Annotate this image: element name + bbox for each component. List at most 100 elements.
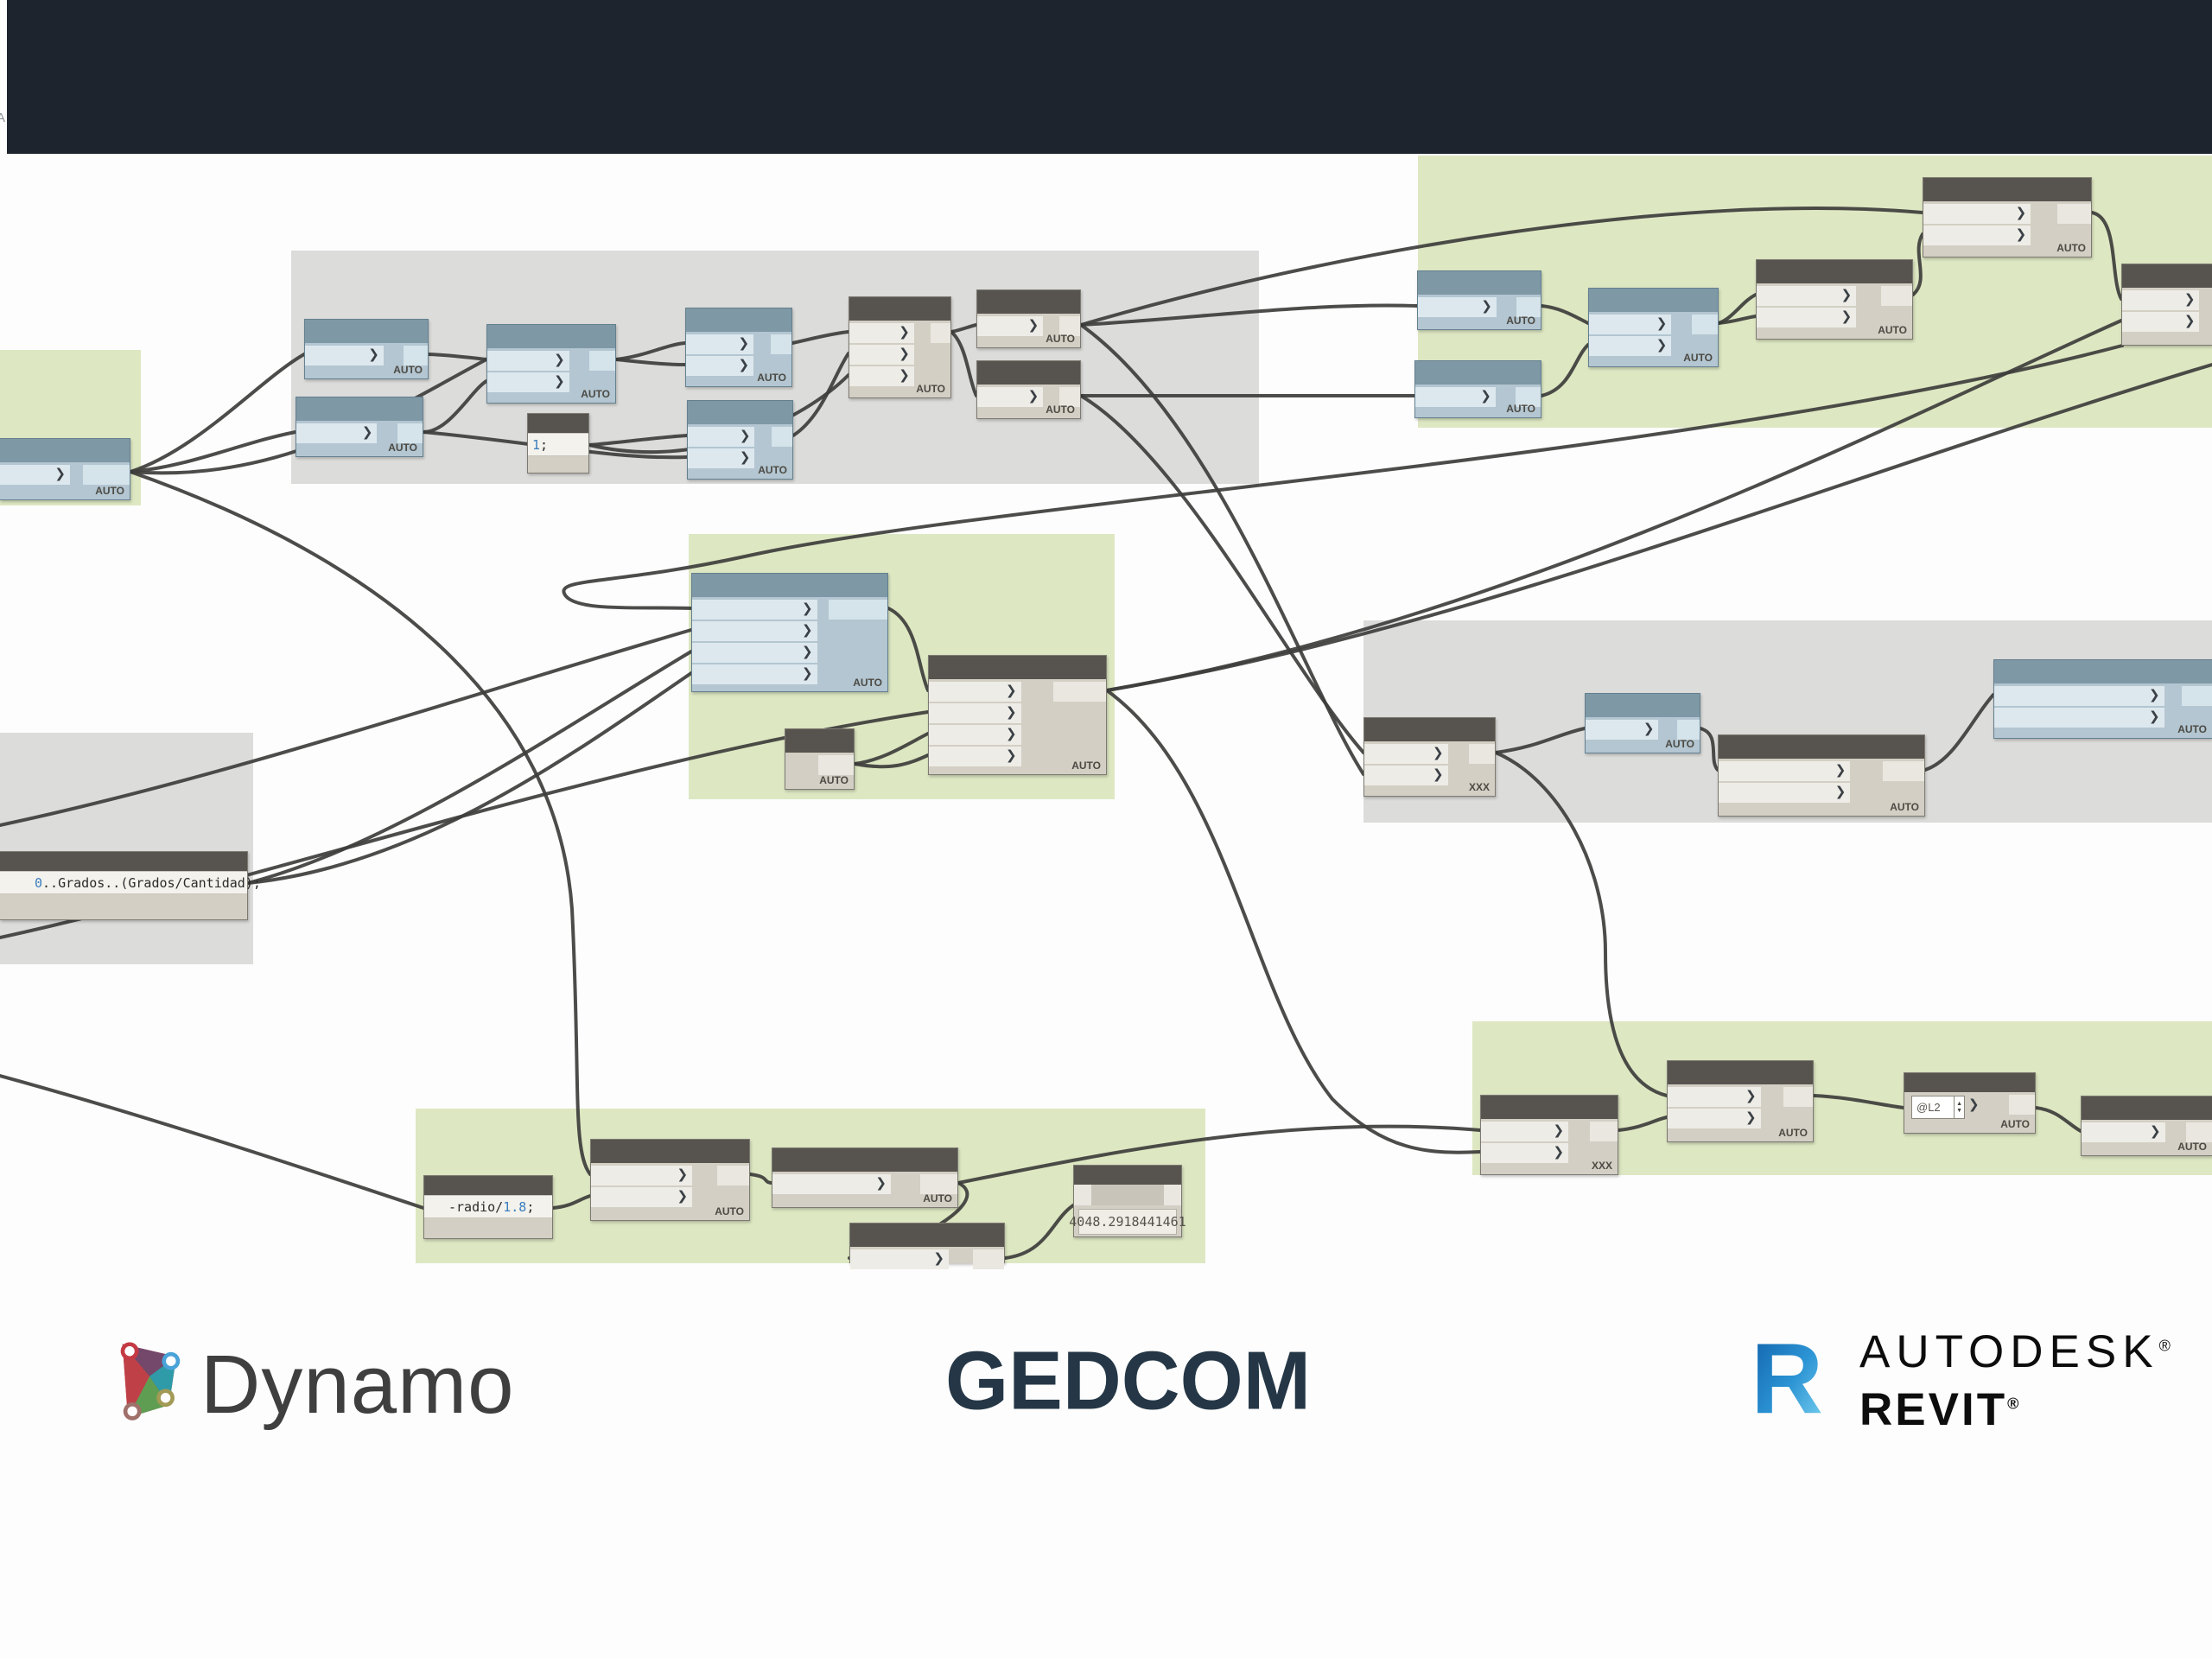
wire[interactable] — [1717, 315, 1758, 325]
port-chevron-icon[interactable]: ❯ — [677, 1166, 689, 1182]
wire[interactable] — [1494, 727, 1586, 754]
port-chevron-icon[interactable]: ❯ — [1027, 388, 1039, 404]
port-chevron-icon[interactable]: ❯ — [368, 346, 379, 362]
port-chevron-icon[interactable]: ❯ — [1433, 766, 1444, 782]
node-header[interactable] — [692, 574, 887, 597]
node-header[interactable] — [424, 1176, 552, 1195]
lacing-badge[interactable]: XXX — [1591, 1160, 1612, 1172]
spinner-down-icon[interactable]: ▼ — [1956, 1107, 1962, 1114]
wire[interactable] — [748, 1173, 773, 1185]
watch-input-port[interactable] — [1074, 1185, 1091, 1205]
watch-node[interactable]: 4048.2918441461 — [1069, 1165, 1186, 1237]
node-header[interactable] — [2122, 264, 2212, 288]
list-level-node[interactable]: @L2 ▲ ▼ ❯ AUTO — [1904, 1072, 2036, 1134]
lacing-badge[interactable]: AUTO — [95, 485, 124, 497]
wire[interactable] — [1105, 689, 1482, 1154]
node-header[interactable] — [591, 1140, 749, 1163]
wire[interactable] — [614, 341, 687, 361]
node-header[interactable] — [1481, 1096, 1618, 1119]
port-chevron-icon[interactable]: ❯ — [899, 346, 910, 361]
dynamo-node[interactable]: ❯ ❯ XXX — [1363, 717, 1496, 797]
dynamo-node[interactable]: ❯ ❯ AUTO — [1923, 177, 2092, 257]
dynamo-node[interactable]: ❯ ❯ AUTO — [1756, 259, 1913, 340]
node-header[interactable] — [772, 1148, 957, 1172]
lacing-badge[interactable]: AUTO — [388, 442, 417, 454]
node-header[interactable] — [1757, 260, 1912, 283]
lacing-badge[interactable]: AUTO — [2177, 723, 2207, 735]
lacing-badge[interactable]: AUTO — [819, 774, 849, 786]
port-chevron-icon[interactable]: ❯ — [677, 1188, 689, 1204]
dynamo-node[interactable]: ❯ ❯ AUTO — [685, 308, 792, 387]
wire[interactable] — [422, 379, 488, 434]
port-chevron-icon[interactable]: ❯ — [1840, 287, 1853, 302]
output-port[interactable] — [1468, 744, 1495, 764]
dynamo-node[interactable]: ❯ ❯ XXX — [1480, 1095, 1618, 1175]
dynamo-node[interactable]: ❯ ❯ AUTO — [1993, 659, 2212, 739]
output-port[interactable] — [1883, 761, 1924, 781]
dynamo-node[interactable]: ❯ AUTO — [0, 438, 130, 500]
output-port[interactable] — [2181, 686, 2212, 706]
wire[interactable] — [1079, 394, 1365, 754]
port-chevron-icon[interactable]: ❯ — [1481, 298, 1492, 314]
node-header[interactable] — [1418, 271, 1541, 295]
port-chevron-icon[interactable]: ❯ — [2150, 1123, 2161, 1139]
output-port[interactable] — [1676, 720, 1700, 740]
port-chevron-icon[interactable]: ❯ — [2015, 226, 2027, 242]
output-port[interactable] — [403, 346, 428, 365]
node-header[interactable] — [686, 308, 791, 332]
dynamo-node[interactable]: ❯ ❯ AUTO — [590, 1139, 750, 1221]
node-header[interactable] — [528, 414, 588, 433]
wire[interactable] — [614, 358, 687, 366]
level-value[interactable]: @L2 — [1916, 1101, 1941, 1114]
dynamo-node[interactable]: ❯ ❯ AUTO — [687, 400, 793, 480]
code-block-text[interactable]: 1; — [528, 433, 588, 456]
lacing-badge[interactable]: AUTO — [1506, 315, 1535, 327]
code-block-node[interactable]: -radio/1.8; — [423, 1175, 553, 1239]
output-port[interactable] — [829, 600, 887, 620]
wire[interactable] — [1079, 303, 1419, 327]
node-header[interactable] — [1668, 1061, 1813, 1084]
node-header[interactable] — [977, 290, 1080, 314]
node-header[interactable] — [0, 852, 247, 871]
lacing-badge[interactable]: AUTO — [1890, 801, 1919, 813]
wire[interactable] — [1911, 232, 1924, 296]
port-chevron-icon[interactable]: ❯ — [1480, 388, 1491, 404]
output-port[interactable] — [83, 465, 130, 485]
wire[interactable] — [1003, 1204, 1075, 1260]
node-header[interactable] — [977, 361, 1080, 385]
lacing-badge[interactable]: AUTO — [1665, 738, 1694, 750]
node-header[interactable] — [1364, 718, 1495, 741]
port-chevron-icon[interactable]: ❯ — [802, 665, 813, 681]
port-chevron-icon[interactable]: ❯ — [1834, 784, 1847, 799]
output-port[interactable] — [1059, 387, 1080, 407]
port-chevron-icon[interactable]: ❯ — [1433, 745, 1444, 760]
output-port[interactable] — [1059, 316, 1080, 336]
port-chevron-icon[interactable]: ❯ — [1745, 1109, 1757, 1125]
node-header[interactable] — [2082, 1096, 2212, 1120]
node-header[interactable] — [1589, 289, 1718, 312]
wire[interactable] — [1079, 323, 1365, 776]
wire[interactable] — [551, 1194, 592, 1210]
output-port[interactable] — [1783, 1087, 1813, 1107]
output-port[interactable] — [770, 334, 791, 354]
wire[interactable] — [588, 434, 689, 447]
lacing-badge[interactable]: AUTO — [581, 388, 610, 400]
wire[interactable] — [129, 470, 592, 1176]
lacing-badge[interactable]: AUTO — [1506, 403, 1535, 415]
dynamo-node[interactable]: ❯ ❯ AUTO — [1667, 1060, 1814, 1142]
wire[interactable] — [1540, 343, 1590, 397]
node-header[interactable] — [487, 325, 615, 348]
wire[interactable] — [1105, 319, 2123, 692]
output-port[interactable] — [717, 1166, 749, 1185]
lacing-badge[interactable]: AUTO — [2000, 1118, 2030, 1130]
watch-output-port[interactable] — [1164, 1185, 1181, 1205]
dynamo-node[interactable]: ❯ ❯ AUTO — [1718, 734, 1925, 817]
node-header[interactable] — [305, 320, 428, 343]
lacing-badge[interactable]: AUTO — [2177, 1141, 2207, 1153]
lacing-badge[interactable]: AUTO — [757, 372, 786, 384]
wire[interactable] — [1923, 693, 1995, 772]
port-chevron-icon[interactable]: ❯ — [54, 466, 66, 481]
dynamo-node[interactable]: ❯ AUTO — [2081, 1096, 2212, 1156]
node-header[interactable] — [1415, 361, 1541, 385]
wire[interactable] — [1617, 1116, 1669, 1132]
